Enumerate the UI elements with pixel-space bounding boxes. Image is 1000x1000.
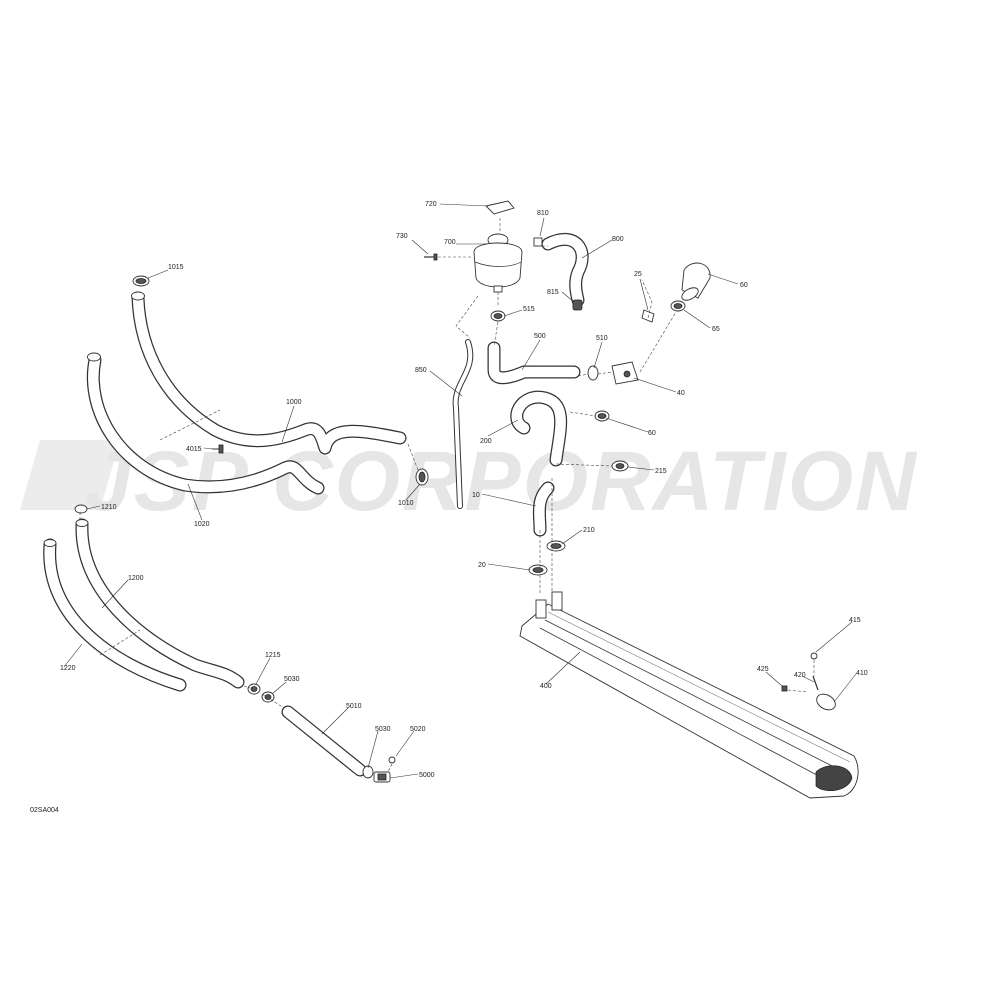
hose-800: [541, 232, 589, 307]
callout-415: 415: [849, 617, 861, 624]
callout-65: 65: [712, 326, 720, 333]
hose-200: [510, 390, 568, 467]
oring-410: [816, 693, 836, 711]
valve-5000: [373, 771, 391, 783]
callout-10: 10: [472, 492, 480, 499]
callout-60-a: 60: [740, 282, 748, 289]
callout-1200: 1200: [128, 575, 144, 582]
leader-lines: [63, 203, 857, 779]
callout-1015: 1015: [168, 264, 184, 271]
callout-815: 815: [547, 289, 559, 296]
tube-850: [452, 339, 474, 509]
callout-500: 500: [534, 333, 546, 340]
screw-5020: [388, 756, 396, 764]
callout-5030-a: 5030: [284, 676, 300, 683]
cap-720: [485, 200, 515, 215]
hose-1020: [86, 352, 325, 495]
elbow-50: [681, 262, 711, 301]
clamp-515: [490, 310, 506, 322]
clamp-510: [587, 365, 599, 381]
clamp-60-b: [594, 410, 610, 422]
heat-exchanger-400: [519, 591, 859, 799]
callout-410: 410: [856, 670, 868, 677]
callout-5020: 5020: [410, 726, 426, 733]
callout-210: 210: [583, 527, 595, 534]
callout-800: 800: [612, 236, 624, 243]
callout-420: 420: [794, 672, 806, 679]
clamp-25: [641, 309, 655, 323]
hose-1220: [43, 538, 187, 692]
callout-25: 25: [634, 271, 642, 278]
clamp-20: [528, 564, 548, 576]
callout-1210: 1210: [101, 504, 117, 511]
callout-215: 215: [655, 468, 667, 475]
clamp-1215: [247, 683, 261, 695]
callout-5000: 5000: [419, 772, 435, 779]
callout-1010: 1010: [398, 500, 414, 507]
callout-200: 200: [480, 438, 492, 445]
cap-815: [572, 299, 583, 311]
callout-810: 810: [537, 210, 549, 217]
callout-1000: 1000: [286, 399, 302, 406]
clamp-1210: [74, 504, 88, 514]
hose-500: [487, 341, 581, 385]
callout-700: 700: [444, 239, 456, 246]
hose-5010: [281, 705, 367, 777]
callout-1215: 1215: [265, 652, 281, 659]
fitting-810: [533, 237, 543, 247]
callout-60-b: 60: [648, 430, 656, 437]
assembly-lines: [79, 218, 815, 779]
clamp-215: [611, 460, 629, 472]
callout-425: 425: [757, 666, 769, 673]
hose-1200: [75, 518, 245, 689]
fitting-40: [611, 361, 639, 385]
washer-415: [810, 652, 818, 660]
callout-400: 400: [540, 683, 552, 690]
callout-5030-b: 5030: [375, 726, 391, 733]
callout-720: 720: [425, 201, 437, 208]
callout-510: 510: [596, 335, 608, 342]
callout-40: 40: [677, 390, 685, 397]
callout-850: 850: [415, 367, 427, 374]
clamp-210: [546, 540, 566, 552]
callout-1220: 1220: [60, 665, 76, 672]
callout-515: 515: [523, 306, 535, 313]
clamp-1010: [415, 468, 429, 486]
callout-730: 730: [396, 233, 408, 240]
reservoir-700: [473, 233, 523, 293]
callout-labels: 720 810 730 700 800 1015 25 60 815 515 6…: [30, 201, 868, 814]
callout-4015: 4015: [186, 446, 202, 453]
bolt-420: [812, 675, 819, 691]
diagram-code: 02SA004: [30, 807, 59, 814]
callout-20: 20: [478, 562, 486, 569]
screw-730: [424, 253, 438, 261]
clamp-1015: [132, 275, 150, 287]
clamp-65: [670, 300, 686, 312]
callout-5010: 5010: [346, 703, 362, 710]
watermark-logo-mark: [20, 440, 120, 510]
hose-1000: [131, 291, 407, 455]
screw-425: [781, 685, 788, 692]
callout-1020: 1020: [194, 521, 210, 528]
hose-10: [532, 481, 555, 537]
